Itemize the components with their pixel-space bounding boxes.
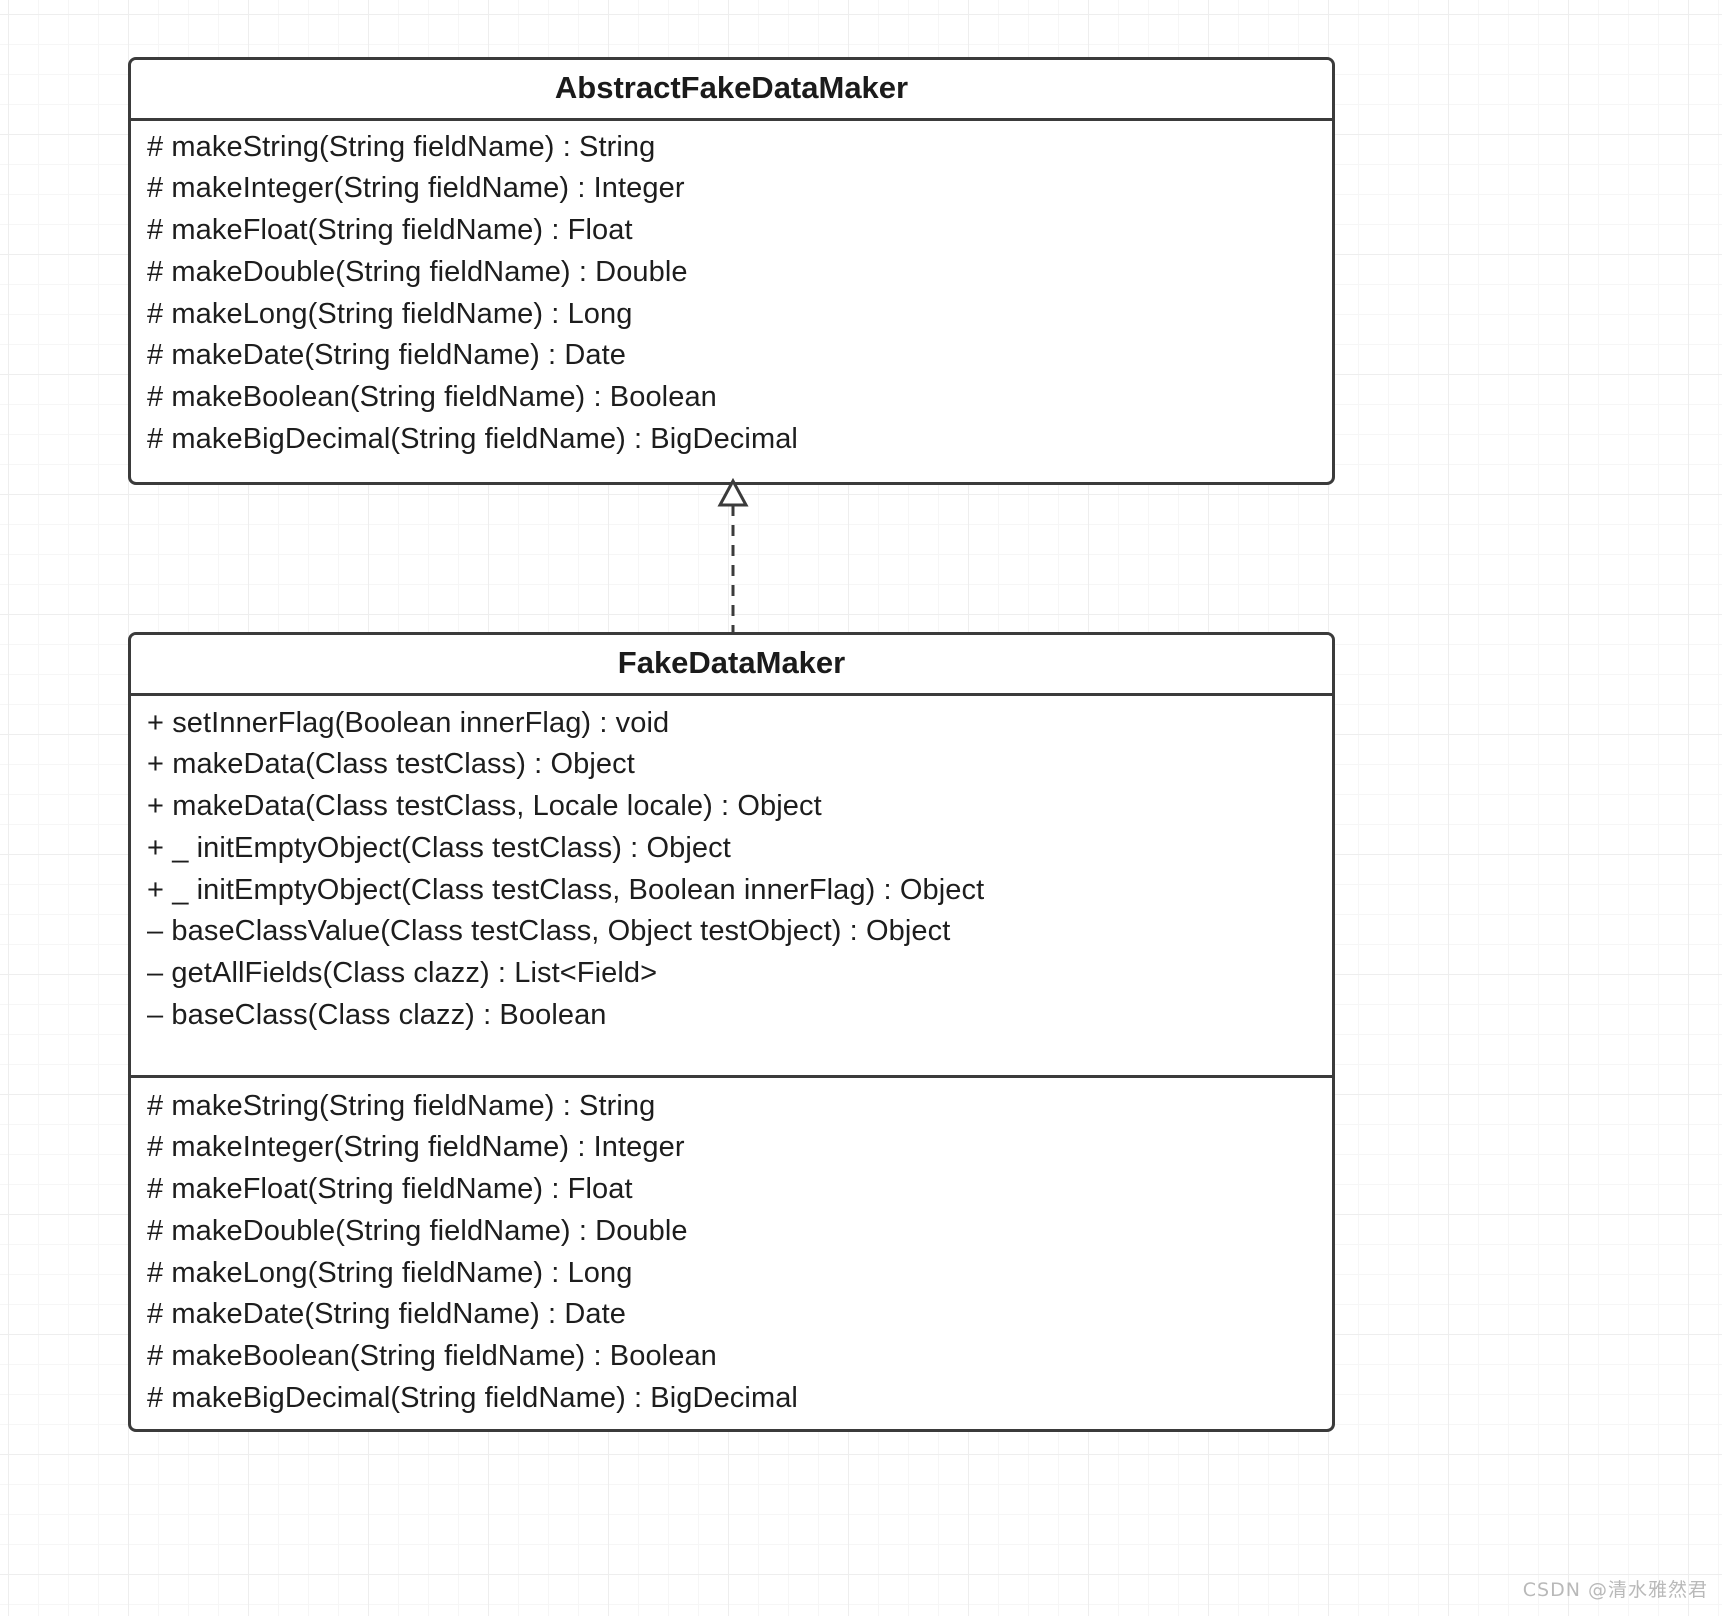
class-member: – getAllFields(Class clazz) : List<Field… [147,957,658,990]
class-member: # makeBoolean(String fieldName) : Boolea… [147,381,717,414]
class-member: + makeData(Class testClass, Locale local… [147,790,822,823]
compartment-public-private-operations: + setInnerFlag(Boolean innerFlag) : void… [131,696,1332,1075]
class-member: + setInnerFlag(Boolean innerFlag) : void [147,706,670,739]
class-title-abstract-fake-data-maker: AbstractFakeDataMaker [131,60,1332,121]
csdn-watermark: CSDN @清水雅然君 [1522,1579,1708,1601]
class-member: # makeLong(String fieldName) : Long [147,1256,633,1289]
class-member: # makeBoolean(String fieldName) : Boolea… [147,1340,717,1373]
uml-class-abstract-fake-data-maker[interactable]: AbstractFakeDataMaker # makeString(Strin… [128,57,1335,485]
generalization-arrow [717,478,749,636]
uml-class-fake-data-maker[interactable]: FakeDataMaker + setInnerFlag(Boolean inn… [128,632,1335,1432]
class-member: # makeLong(String fieldName) : Long [147,297,633,330]
class-member: # makeFloat(String fieldName) : Float [147,214,633,247]
class-member: # makeInteger(String fieldName) : Intege… [147,1131,685,1164]
class-member: – baseClassValue(Class testClass, Object… [147,915,951,948]
class-member: – baseClass(Class clazz) : Boolean [147,998,607,1031]
class-member: # makeInteger(String fieldName) : Intege… [147,172,685,205]
class-member: + _ initEmptyObject(Class testClass, Boo… [147,873,985,906]
class-title-fake-data-maker: FakeDataMaker [131,635,1332,696]
class-member: + _ initEmptyObject(Class testClass) : O… [147,831,731,864]
compartment-protected-operations: # makeString(String fieldName) : String … [131,1074,1332,1429]
class-member: # makeString(String fieldName) : String [147,1089,656,1122]
class-member: + makeData(Class testClass) : Object [147,748,635,781]
class-member: # makeBigDecimal(String fieldName) : Big… [147,1381,798,1414]
class-member: # makeDate(String fieldName) : Date [147,339,626,372]
class-member: # makeDate(String fieldName) : Date [147,1298,626,1331]
class-member: # makeFloat(String fieldName) : Float [147,1173,633,1206]
class-member: # makeDouble(String fieldName) : Double [147,1214,688,1247]
class-member: # makeString(String fieldName) : String [147,130,656,163]
class-member: # makeDouble(String fieldName) : Double [147,255,688,288]
compartment-protected-operations: # makeString(String fieldName) : String … [131,121,1332,482]
class-member: # makeBigDecimal(String fieldName) : Big… [147,422,798,455]
